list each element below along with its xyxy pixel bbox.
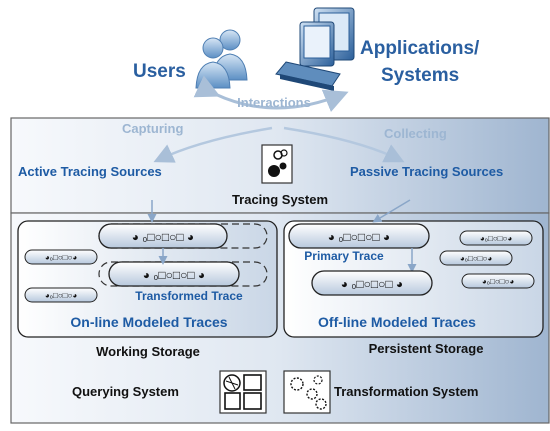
small-trace-pill-3: ◕₀□○□○◕ [459, 230, 533, 246]
small-trace-pill-2: ◕₀□○□○◕ [24, 287, 98, 303]
derived-trace-pill: ◕ ₀□○□○□ ◕ [311, 270, 433, 296]
querying-system-label: Querying System [72, 384, 179, 399]
svg-text:◕₀□○□○◕: ◕₀□○□○◕ [45, 253, 77, 262]
passive-sources-label: Passive Tracing Sources [350, 164, 503, 179]
computers-icon [275, 7, 355, 91]
svg-text:◕₀□○□○◕: ◕₀□○□○◕ [482, 277, 514, 286]
persistent-storage-label: Persistent Storage [369, 341, 484, 356]
small-trace-pill-5: ◕₀□○□○◕ [461, 273, 535, 289]
svg-text:◕ ₀□○□○□ ◕: ◕ ₀□○□○□ ◕ [132, 230, 194, 244]
transformation-system-icon [283, 370, 331, 414]
offline-traces-label: Off-line Modeled Traces [318, 314, 476, 330]
svg-text:◕ ₀□○□○□ ◕: ◕ ₀□○□○□ ◕ [143, 268, 205, 282]
interactions-arrow [193, 75, 349, 112]
transformed-trace-label: Transformed Trace [135, 289, 243, 303]
small-trace-pill-4: ◕₀□○□○◕ [439, 250, 513, 266]
tracing-system-icon [261, 144, 293, 184]
small-trace-pill-1: ◕₀□○□○◕ [24, 249, 98, 265]
primary-trace-label: Primary Trace [304, 249, 384, 263]
collecting-label: Collecting [384, 126, 447, 141]
online-traces-label: On-line Modeled Traces [70, 314, 227, 330]
tracing-system-label: Tracing System [232, 192, 328, 207]
working-storage-label: Working Storage [96, 344, 200, 359]
applications-label-line1: Applications/ [360, 38, 480, 59]
svg-text:◕₀□○□○◕: ◕₀□○□○◕ [480, 234, 512, 243]
trace-pill-top: ◕ ₀□○□○□ ◕ [98, 223, 228, 249]
passive-to-persistent-arrow [372, 199, 411, 223]
svg-text:◕₀□○□○◕: ◕₀□○□○◕ [45, 291, 77, 300]
transformation-system-label: Transformation System [334, 384, 479, 399]
applications-label-line2: Systems [381, 65, 459, 86]
primary-trace-pill: ◕ ₀□○□○□ ◕ [288, 223, 430, 249]
collecting-arrow [283, 126, 405, 163]
svg-text:◕₀□○□○◕: ◕₀□○□○◕ [460, 254, 492, 263]
capturing-arrow [153, 126, 273, 163]
svg-text:◕ ₀□○□○□ ◕: ◕ ₀□○□○□ ◕ [341, 277, 403, 291]
svg-text:◕ ₀□○□○□ ◕: ◕ ₀□○□○□ ◕ [328, 230, 390, 244]
capturing-label: Capturing [122, 121, 183, 136]
users-label: Users [133, 61, 186, 82]
interactions-label: Interactions [237, 95, 311, 110]
querying-system-icon [219, 370, 267, 414]
users-icon [195, 29, 248, 89]
active-sources-label: Active Tracing Sources [18, 164, 162, 179]
trace-pill-middle: ◕ ₀□○□○□ ◕ [108, 261, 240, 287]
